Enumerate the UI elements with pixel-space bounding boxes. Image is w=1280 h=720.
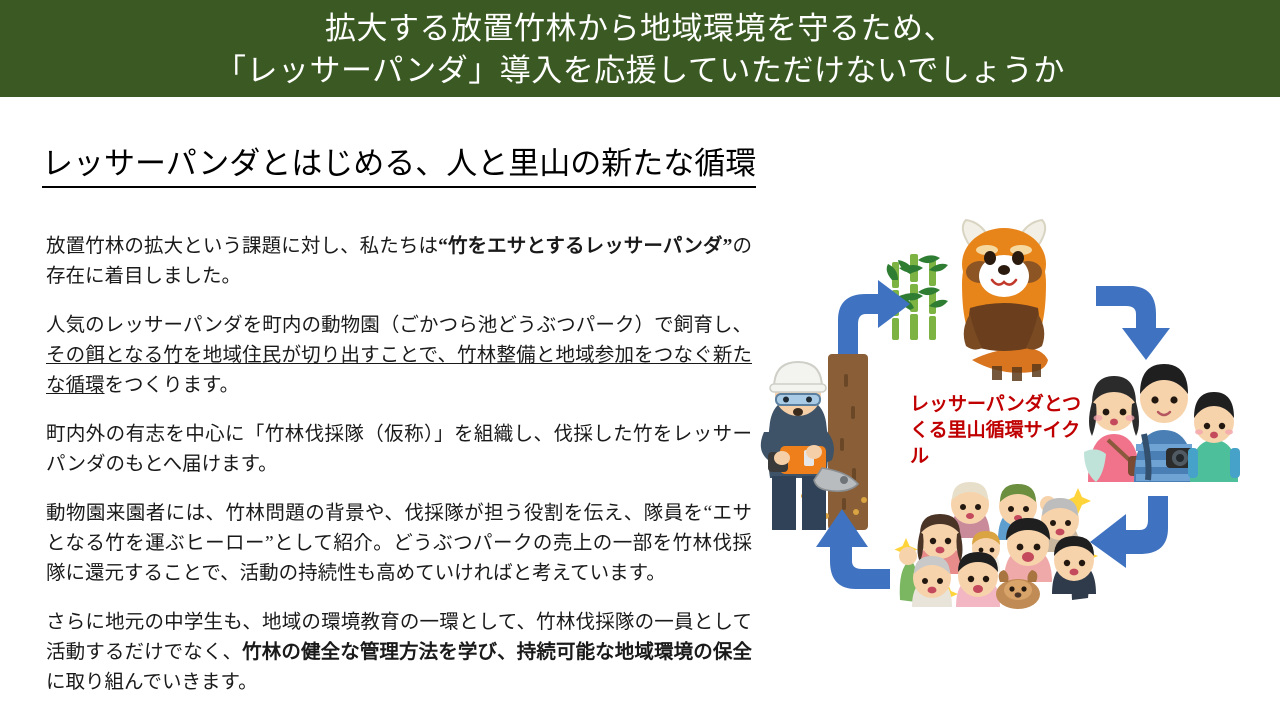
paragraph-4-text: 動物園来園者には、竹林問題の背景や、伐採隊が担う役割を伝え、隊員を“エサとなる竹… bbox=[46, 503, 752, 584]
paragraph-5-text-a: さらに地元の中学生も、地域の環境教育の一環として、竹林伐採隊の一員として活動する… bbox=[46, 612, 752, 663]
paragraph-2-text-b: をつくります。 bbox=[104, 375, 240, 396]
tourist-family-illustration bbox=[1082, 348, 1242, 483]
lumberjack-icon bbox=[760, 354, 868, 530]
worker-leg-right bbox=[802, 476, 826, 530]
panda-muzzle bbox=[979, 255, 1029, 297]
body-text-column: 放置竹林の拡大という課題に対し、私たちは“竹をエサとするレッサーパンダ”の存在に… bbox=[46, 232, 752, 698]
panda-ear-left bbox=[961, 218, 990, 248]
panda-eye-left bbox=[984, 251, 996, 265]
lumberjack-illustration bbox=[752, 350, 892, 540]
cheering-crowd-icon bbox=[894, 482, 1098, 609]
helmet-brim bbox=[769, 383, 827, 393]
safety-goggles-icon bbox=[775, 393, 821, 406]
arrow-left-up-icon bbox=[814, 505, 894, 595]
tourist-woman bbox=[1084, 376, 1150, 482]
cycle-caption: レッサーパンダとつくる里山循環サイクル bbox=[910, 394, 1082, 467]
paragraph-1-text-b: の存在に着目しました。 bbox=[46, 236, 752, 287]
worker-hand-right bbox=[806, 445, 822, 459]
paragraph-1-bold-phrase: “竹をエサとするレッサーパンダ” bbox=[438, 236, 733, 257]
page-title: レッサーパンダとはじめる、人と里山の新たな循環 bbox=[42, 144, 757, 188]
panda-mouth bbox=[990, 278, 1018, 286]
worker-leg-left bbox=[772, 476, 796, 530]
paragraph-3: 町内外の有志を中心に「竹林伐採隊（仮称）」を組織し、伐採した竹をレッサーパンダの… bbox=[46, 420, 752, 480]
panda-tail bbox=[972, 348, 1048, 381]
paragraph-5-text-b: に取り組んでいきます。 bbox=[46, 672, 258, 693]
worker-eye-right bbox=[806, 396, 812, 403]
panda-chest bbox=[968, 303, 1040, 351]
arrow-up-right-icon bbox=[832, 280, 912, 360]
paragraph-3-text: 町内外の有志を中心に「竹林伐採隊（仮称）」を組織し、伐採した竹をレッサーパンダの… bbox=[46, 424, 752, 475]
crowd-front-row bbox=[912, 552, 1040, 609]
paragraph-4: 動物園来園者には、竹林問題の背景や、伐採隊が担う役割を伝え、隊員を“エサとなる竹… bbox=[46, 499, 752, 589]
panda-ear-right bbox=[1018, 218, 1047, 248]
worker-mouth bbox=[793, 408, 803, 416]
paragraph-5: さらに地元の中学生も、地域の環境教育の一環として、竹林伐採隊の一員として活動する… bbox=[46, 608, 752, 698]
header-title-line-1: 拡大する放置竹林から地域環境を守るため、 bbox=[325, 10, 955, 46]
paragraph-2: 人気のレッサーパンダを町内の動物園（ごかつら池どうぶつパーク）で飼育し、その餌と… bbox=[46, 311, 752, 401]
header-title-line-2: 「レッサーパンダ」導入を応援していただけないでしょうか bbox=[215, 52, 1065, 88]
tourist-man bbox=[1134, 364, 1194, 482]
tree-trunk bbox=[828, 354, 868, 530]
paragraph-2-underlined-phrase: その餌となる竹を地域住民が切り出すことで、竹林整備と地域参加をつなぐ新たな循環 bbox=[46, 345, 752, 396]
cheering-crowd-illustration bbox=[892, 482, 1102, 609]
satoyama-cycle-diagram: レッサーパンダとつくる里山循環サイクル bbox=[752, 200, 1264, 650]
paragraph-2-text-a: 人気のレッサーパンダを町内の動物園（ごかつら池どうぶつパーク）で飼育し、 bbox=[46, 315, 752, 336]
paragraph-5-bold-phrase: 竹林の健全な管理方法を学び、持続可能な地域環境の保全 bbox=[242, 642, 752, 663]
paragraph-1-text-a: 放置竹林の拡大という課題に対し、私たちは bbox=[46, 236, 439, 257]
safety-helmet-icon bbox=[772, 360, 824, 389]
tourist-boy bbox=[1188, 392, 1240, 482]
worker-eye-left bbox=[783, 396, 789, 403]
arrow-down-left-icon bbox=[1082, 492, 1172, 572]
arrow-right-down-icon bbox=[1092, 280, 1172, 360]
red-panda-icon bbox=[886, 218, 1048, 381]
paragraph-1: 放置竹林の拡大という課題に対し、私たちは“竹をエサとするレッサーパンダ”の存在に… bbox=[46, 232, 752, 292]
tourist-family-icon bbox=[1084, 364, 1240, 482]
panda-arm-right bbox=[1026, 314, 1045, 350]
panda-arm-left bbox=[963, 314, 982, 350]
red-panda-illustration bbox=[884, 210, 1084, 390]
header-banner: 拡大する放置竹林から地域環境を守るため、 「レッサーパンダ」導入を応援していただ… bbox=[0, 0, 1280, 97]
panda-nose bbox=[998, 265, 1010, 275]
panda-eye-right bbox=[1012, 251, 1024, 265]
worker-hand-left bbox=[774, 451, 790, 465]
crowd-middle-row bbox=[917, 514, 1096, 594]
